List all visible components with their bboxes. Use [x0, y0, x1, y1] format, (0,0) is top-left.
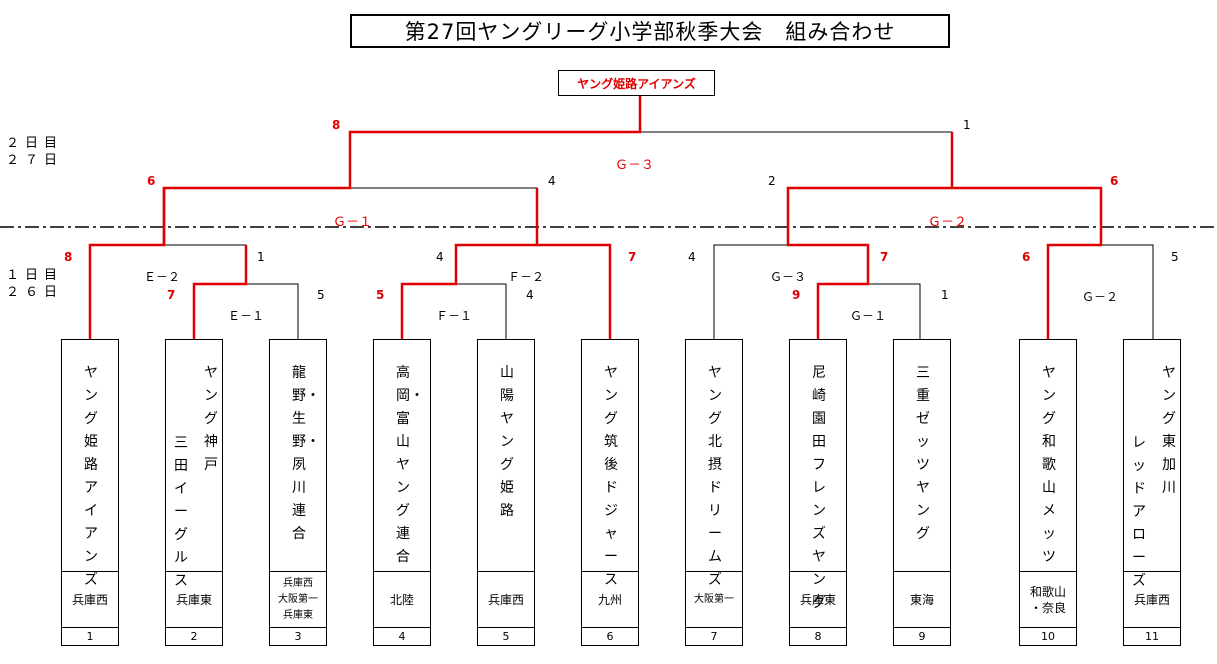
team-number: 6 — [581, 628, 639, 646]
team-region: 大阪第一 — [685, 572, 743, 628]
game-g1-top: Ｇ－１ — [333, 215, 373, 230]
team-name: レッドアローズ — [1132, 435, 1146, 589]
team-region: 兵庫西 — [477, 572, 535, 628]
score-q4-a: 6 — [1022, 250, 1031, 264]
team-number: 1 — [61, 628, 119, 646]
team-name: 高岡・富山ヤング連合 — [396, 365, 424, 565]
game-g3: Ｇ－３ — [615, 158, 655, 173]
team-name: ヤング神戸 — [204, 365, 218, 473]
team-name-box: 三重ゼッツヤング — [893, 339, 951, 572]
team-name-box: ヤング姫路アイアンズ — [61, 339, 119, 588]
team-number: 10 — [1019, 628, 1077, 646]
score-q3-b: 7 — [880, 250, 889, 264]
team-name: ヤング東加川 — [1162, 365, 1176, 496]
game-g2-top: Ｇ－２ — [928, 215, 968, 230]
score-final-left: 8 — [332, 118, 341, 132]
team-name: ヤング北摂ドリームズ — [708, 365, 722, 588]
score-q3-a: 4 — [688, 250, 696, 264]
score-q1-a: 8 — [64, 250, 73, 264]
team-name: ヤング筑後ドジャース — [604, 365, 618, 588]
team-number: 3 — [269, 628, 327, 646]
team-name: 三重ゼッツヤング — [916, 365, 930, 542]
team-name-box: ヤング和歌山メッツ — [1019, 339, 1077, 572]
day-1-line2: ２６日 — [6, 285, 64, 300]
page-title: 第27回ヤングリーグ小学部秋季大会 組み合わせ — [350, 14, 950, 48]
team-name: 山陽ヤング姫路 — [500, 365, 514, 519]
day-2-line1: ２日目 — [6, 136, 64, 151]
game-e2: Ｅ－２ — [144, 270, 181, 284]
team-region: 兵庫西 — [1123, 572, 1181, 628]
team-name-box: ヤング東加川レッドアローズ — [1123, 339, 1181, 589]
game-e1: Ｅ－１ — [228, 309, 265, 323]
team-name: 尼崎園田フレンズヤング — [812, 365, 826, 611]
champion-box: ヤング姫路アイアンズ — [558, 70, 715, 96]
team-region: 兵庫東 — [789, 572, 847, 628]
score-e1-b: 5 — [317, 288, 325, 302]
team-name: ヤング和歌山メッツ — [1042, 365, 1056, 565]
team-number: 5 — [477, 628, 535, 646]
bracket-red — [88, 96, 1103, 339]
team-name-box: ヤング神戸三田イーグルス — [165, 339, 223, 589]
bracket-black — [164, 131, 1154, 339]
team-number: 11 — [1123, 628, 1181, 646]
team-number: 8 — [789, 628, 847, 646]
team-region: 九州 — [581, 572, 639, 628]
team-name-box: ヤング北摂ドリームズ — [685, 339, 743, 588]
score-semi-right-b: 6 — [1110, 174, 1119, 188]
team-number: 9 — [893, 628, 951, 646]
score-f1-a: 5 — [376, 288, 385, 302]
game-f2: Ｆ－２ — [508, 270, 545, 284]
team-name-box: 尼崎園田フレンズヤング — [789, 339, 847, 611]
team-name-box: 山陽ヤング姫路 — [477, 339, 535, 572]
team-region: 北陸 — [373, 572, 431, 628]
score-q1-b: 1 — [257, 250, 265, 264]
team-number: 2 — [165, 628, 223, 646]
team-name-box: 高岡・富山ヤング連合 — [373, 339, 431, 572]
game-f1: Ｆ－１ — [436, 309, 473, 323]
score-final-right: 1 — [963, 118, 971, 132]
score-q3i-a: 9 — [792, 288, 801, 302]
game-g3-low: Ｇ－３ — [770, 270, 807, 284]
team-name-box: 龍野・生野・夙川連合 — [269, 339, 327, 572]
game-g1-low: Ｇ－１ — [850, 309, 887, 323]
score-f1-b: 4 — [526, 288, 534, 302]
team-name: ヤング姫路アイアンズ — [84, 365, 98, 588]
score-q4-b: 5 — [1171, 250, 1179, 264]
score-q2-b: 7 — [628, 250, 637, 264]
team-name: 三田イーグルス — [174, 435, 188, 589]
team-number: 4 — [373, 628, 431, 646]
team-region: 兵庫西 大阪第一 兵庫東 — [269, 572, 327, 628]
team-number: 7 — [685, 628, 743, 646]
team-region: 東海 — [893, 572, 951, 628]
score-semi-left-a: 6 — [147, 174, 156, 188]
team-region: 兵庫西 — [61, 572, 119, 628]
score-q2-a: 4 — [436, 250, 444, 264]
day-2-label: ２日目 ２７日 — [6, 135, 63, 169]
team-name-box: ヤング筑後ドジャース — [581, 339, 639, 588]
score-q3i-b: 1 — [941, 288, 949, 302]
day-1-label: １日目 ２６日 — [6, 267, 63, 301]
day-1-line1: １日目 — [6, 268, 64, 283]
score-semi-left-b: 4 — [548, 174, 556, 188]
game-g2-low: Ｇ－２ — [1082, 290, 1119, 304]
score-semi-right-a: 2 — [768, 174, 776, 188]
team-name: 龍野・生野・夙川連合 — [292, 365, 320, 542]
team-region: 兵庫東 — [165, 572, 223, 628]
team-region: 和歌山 ・奈良 — [1019, 572, 1077, 628]
day-2-line2: ２７日 — [6, 153, 64, 168]
score-e1-a: 7 — [167, 288, 176, 302]
